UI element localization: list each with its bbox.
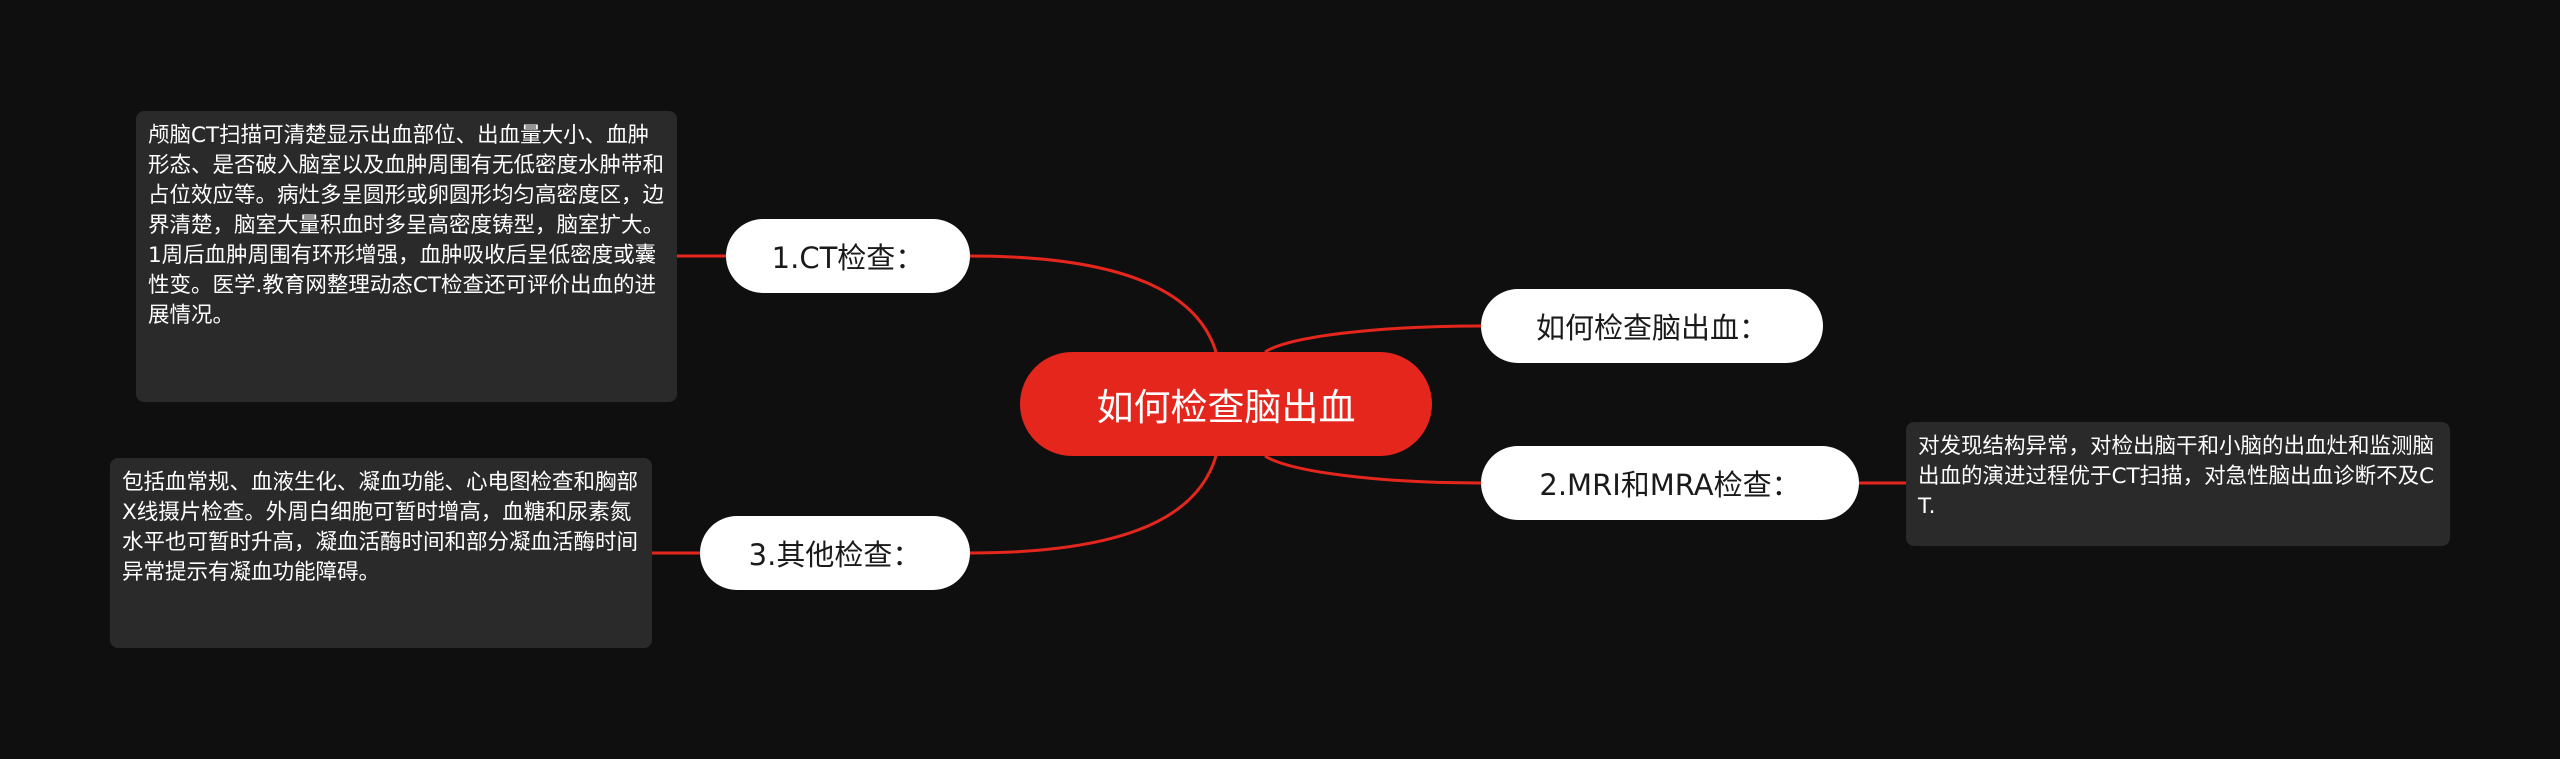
detail-text-other-exams: 包括血常规、血液生化、凝血功能、心电图检查和胸部X线摄片检查。外周白细胞可暂时增… xyxy=(122,470,639,585)
branch-label-other-exams: 3.其他检查： xyxy=(748,538,922,572)
central-topic-node[interactable]: 如何检查脑出血 xyxy=(1020,352,1432,456)
branch-node-other-exams[interactable]: 3.其他检查： xyxy=(700,516,970,590)
link-center-to-other xyxy=(969,455,1218,555)
link-center-to-ct xyxy=(969,254,1218,353)
detail-node-mri-mra[interactable]: 对发现结构异常，对检出脑干和小脑的出血灶和监测脑出血的演进过程优于CT扫描，对急… xyxy=(1906,422,2450,546)
detail-text-mri-mra: 对发现结构异常，对检出脑干和小脑的出血灶和监测脑出血的演进过程优于CT扫描，对急… xyxy=(1918,434,2435,519)
detail-text-ct: 颅脑CT扫描可清楚显示出血部位、出血量大小、血肿形态、是否破入脑室以及血肿周围有… xyxy=(148,123,665,328)
central-topic-label: 如何检查脑出血 xyxy=(1096,386,1356,429)
branch-label-mri-mra: 2.MRI和MRA检查： xyxy=(1539,468,1801,502)
branch-label-ct: 1.CT检查： xyxy=(771,241,925,275)
branch-node-ct[interactable]: 1.CT检查： xyxy=(726,219,970,293)
branch-node-how-to-check[interactable]: 如何检查脑出血： xyxy=(1481,289,1823,363)
link-center-to-mri xyxy=(1264,454,1482,485)
detail-node-ct[interactable]: 颅脑CT扫描可清楚显示出血部位、出血量大小、血肿形态、是否破入脑室以及血肿周围有… xyxy=(136,111,677,402)
branch-node-mri-mra[interactable]: 2.MRI和MRA检查： xyxy=(1481,446,1859,520)
branch-label-how-to-check: 如何检查脑出血： xyxy=(1535,311,1768,345)
link-center-to-how xyxy=(1264,324,1482,354)
detail-node-other-exams[interactable]: 包括血常规、血液生化、凝血功能、心电图检查和胸部X线摄片检查。外周白细胞可暂时增… xyxy=(110,458,652,648)
